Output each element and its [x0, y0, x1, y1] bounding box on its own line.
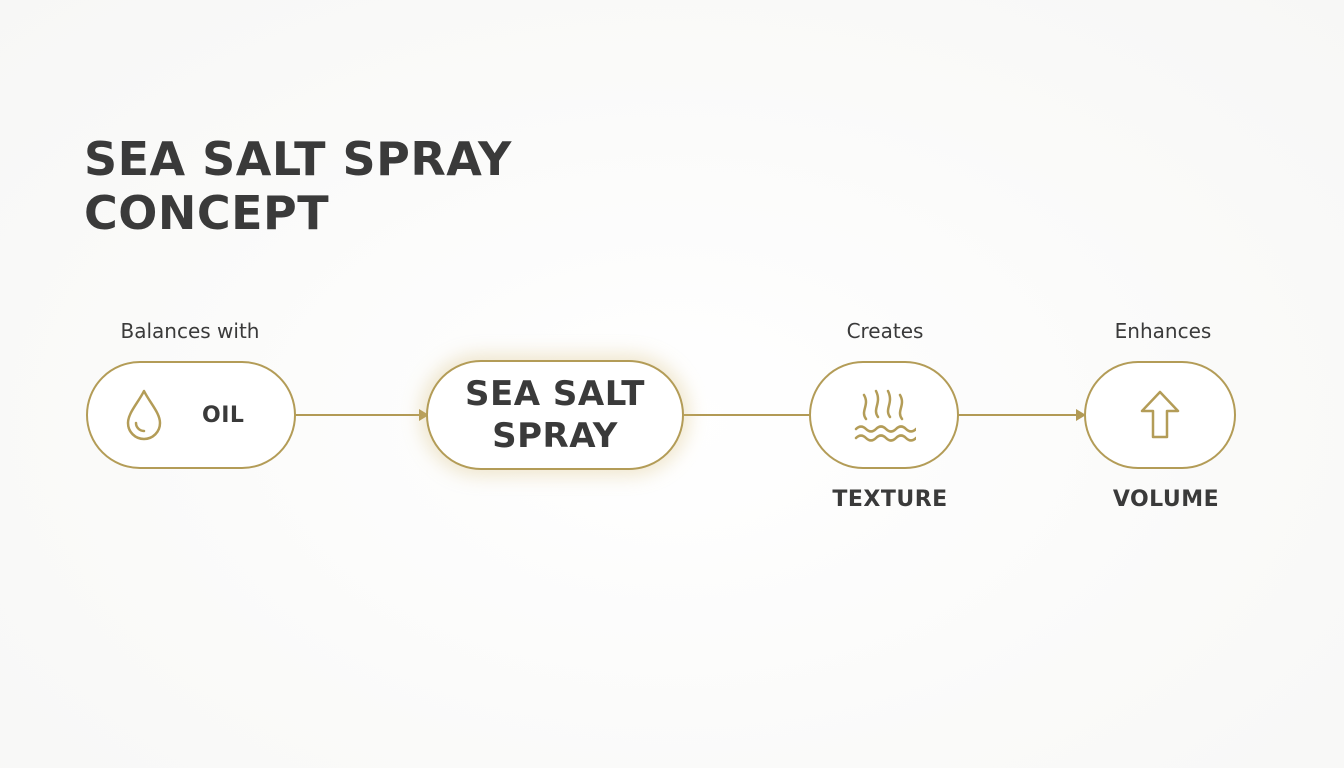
droplet-icon	[124, 387, 164, 443]
central-concept-label: SEA SALT SPRAY	[465, 373, 645, 457]
volume-label: VOLUME	[1112, 487, 1220, 512]
connector-center-to-texture	[684, 414, 810, 416]
relation-label-balances-with: Balances with	[120, 319, 260, 343]
texture-label: TEXTURE	[832, 487, 948, 512]
texture-node	[809, 361, 959, 469]
arrowhead-into-volume	[1076, 409, 1086, 421]
volume-node	[1084, 361, 1236, 469]
relation-label-enhances: Enhances	[1114, 319, 1212, 343]
page-title: SEA SALT SPRAY CONCEPT	[84, 132, 512, 240]
connector-texture-to-volume	[958, 414, 1076, 416]
title-line-2: CONCEPT	[84, 186, 330, 240]
central-concept-line-1: SEA SALT	[465, 374, 645, 414]
connector-oil-to-center	[295, 414, 419, 416]
title-line-1: SEA SALT SPRAY	[84, 132, 512, 186]
arrow-up-icon	[1138, 389, 1182, 441]
heat-waves-icon	[852, 387, 916, 443]
oil-node: OIL	[86, 361, 296, 469]
relation-label-creates: Creates	[846, 319, 924, 343]
central-concept-node: SEA SALT SPRAY	[426, 360, 684, 470]
oil-label: OIL	[202, 402, 245, 428]
arrowhead-into-center	[419, 409, 429, 421]
central-concept-line-2: SPRAY	[492, 416, 618, 456]
